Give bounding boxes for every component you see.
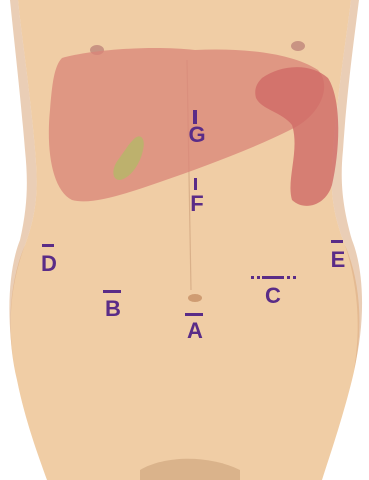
navel <box>188 294 202 302</box>
region-label-C: C <box>258 285 288 307</box>
region-B-bar <box>103 290 121 293</box>
region-E-bar <box>331 240 343 243</box>
region-D-bar <box>42 244 54 247</box>
region-C-bar <box>262 276 282 279</box>
region-label-G: G <box>182 124 212 146</box>
right-nipple <box>291 41 305 51</box>
region-label-B: B <box>98 298 128 320</box>
region-A-bar <box>185 313 203 316</box>
region-label-D: D <box>34 253 64 275</box>
region-label-E: E <box>323 249 353 271</box>
region-F <box>194 178 197 190</box>
region-label-A: A <box>180 320 210 342</box>
region-label-F: F <box>182 193 212 215</box>
